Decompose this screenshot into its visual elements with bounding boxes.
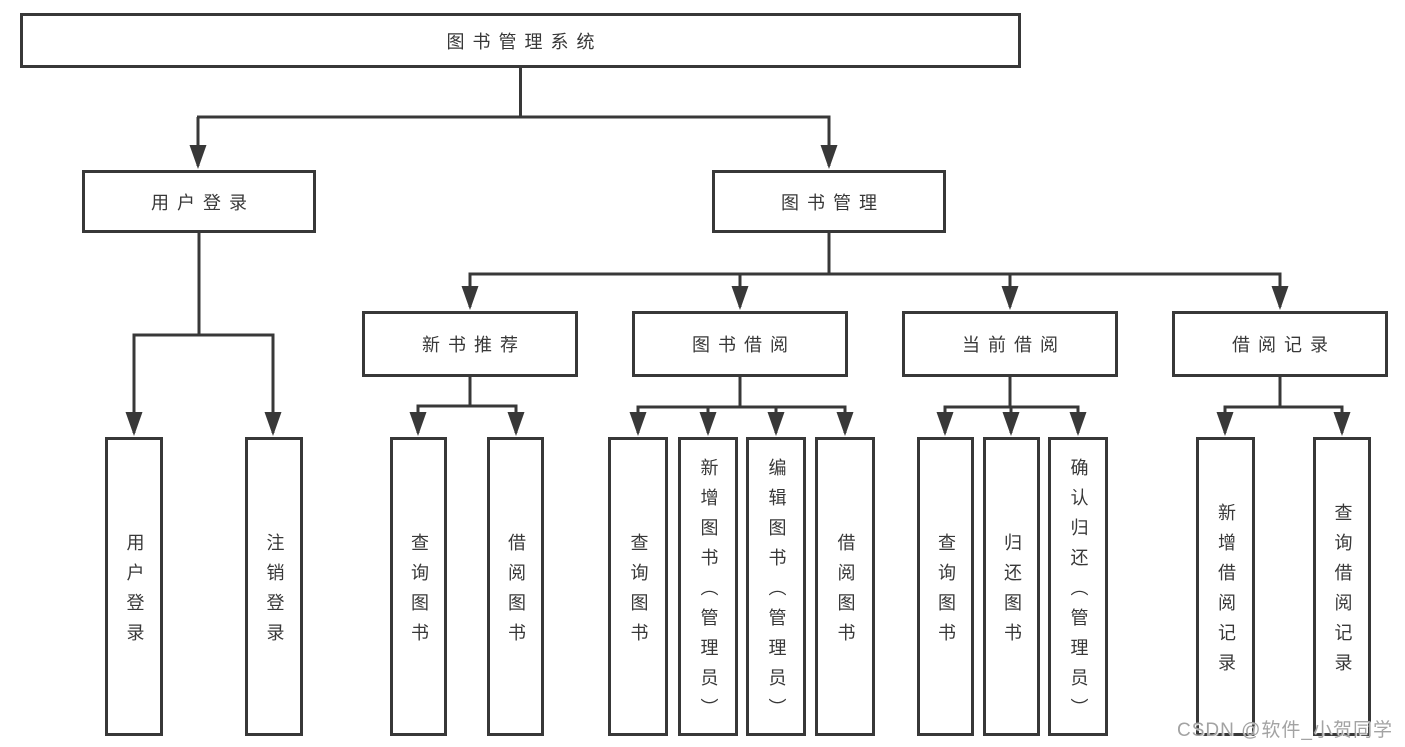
leaf-label: 新增图书（管理员） bbox=[698, 457, 719, 728]
node-root-system: 图书管理系统 bbox=[20, 13, 1021, 68]
node-leaf-query-books-recommend: 查询图书 bbox=[390, 437, 447, 736]
leaf-label: 借阅图书 bbox=[505, 532, 526, 653]
leaf-label: 查询图书 bbox=[628, 532, 649, 653]
node-group-new-book-recommend: 新书推荐 bbox=[362, 311, 578, 377]
leaf-label: 新增借阅记录 bbox=[1215, 502, 1236, 683]
leaf-label: 查询图书 bbox=[935, 532, 956, 653]
node-leaf-query-books-current: 查询图书 bbox=[917, 437, 974, 736]
node-leaf-logout: 注销登录 bbox=[245, 437, 303, 736]
node-leaf-confirm-return-admin: 确认归还（管理员） bbox=[1048, 437, 1108, 736]
node-leaf-add-borrow-record: 新增借阅记录 bbox=[1196, 437, 1255, 736]
leaf-label: 确认归还（管理员） bbox=[1068, 457, 1089, 728]
node-leaf-query-borrow-record: 查询借阅记录 bbox=[1313, 437, 1371, 736]
leaf-label: 借阅图书 bbox=[835, 532, 856, 653]
leaf-label: 用户登录 bbox=[124, 532, 145, 653]
node-user-login-module: 用户登录 bbox=[82, 170, 316, 233]
leaf-label: 注销登录 bbox=[264, 532, 285, 653]
node-leaf-add-book-admin: 新增图书（管理员） bbox=[678, 437, 738, 736]
node-leaf-edit-book-admin: 编辑图书（管理员） bbox=[746, 437, 806, 736]
node-group-book-borrow: 图书借阅 bbox=[632, 311, 848, 377]
node-group-current-borrow: 当前借阅 bbox=[902, 311, 1118, 377]
node-leaf-return-books: 归还图书 bbox=[983, 437, 1040, 736]
leaf-label: 查询借阅记录 bbox=[1332, 502, 1353, 683]
leaf-label: 归还图书 bbox=[1001, 532, 1022, 653]
node-leaf-borrow-books: 借阅图书 bbox=[815, 437, 875, 736]
csdn-watermark: CSDN @软件_小贺同学 bbox=[1177, 720, 1393, 741]
node-leaf-user-login: 用户登录 bbox=[105, 437, 163, 736]
node-book-management-module: 图书管理 bbox=[712, 170, 946, 233]
node-leaf-query-books-borrow: 查询图书 bbox=[608, 437, 668, 736]
leaf-label: 编辑图书（管理员） bbox=[766, 457, 787, 728]
node-leaf-borrow-books-recommend: 借阅图书 bbox=[487, 437, 544, 736]
leaf-label: 查询图书 bbox=[408, 532, 429, 653]
node-group-borrow-records: 借阅记录 bbox=[1172, 311, 1388, 377]
